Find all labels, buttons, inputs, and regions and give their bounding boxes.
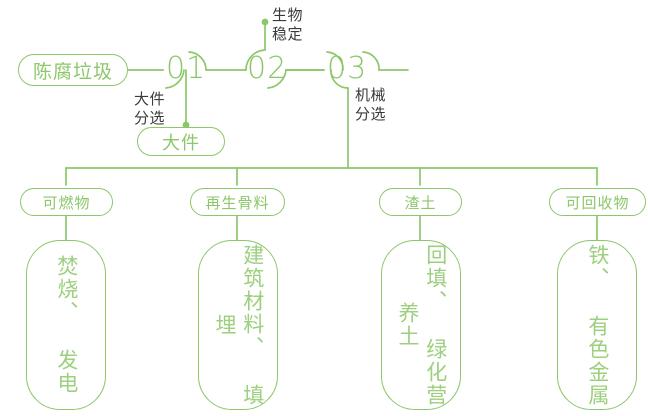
side-output-node[interactable]: 大件: [137, 127, 225, 156]
stage-number-01[interactable]: 01: [166, 54, 206, 84]
annotation-stage-03: 机械 分选: [355, 87, 387, 124]
input-node-label: 陈腐垃圾: [32, 61, 113, 83]
destination-box-1[interactable]: 焚烧、 发电: [26, 240, 106, 410]
destination-label-3: 回填、 绿化营养土: [396, 243, 447, 407]
category-pill-3[interactable]: 渣土: [379, 188, 462, 216]
stage-03-text: 03: [327, 51, 368, 86]
annotation-stage-01: 大件 分选: [134, 91, 166, 128]
annotation-stage-02: 生物 稳定: [272, 7, 304, 44]
arc-03-to-trunk: [330, 69, 349, 89]
stage-number-02[interactable]: 02: [247, 54, 287, 84]
category-pill-1[interactable]: 可燃物: [20, 188, 113, 216]
input-node[interactable]: 陈腐垃圾: [18, 54, 128, 86]
destination-label-4: 铁、 有色金属: [585, 243, 609, 407]
category-pill-2[interactable]: 再生骨料: [190, 188, 285, 216]
branch-dot-bio-stable: [261, 18, 269, 26]
stage-02-text: 02: [247, 51, 288, 86]
arc-01-lower-left: [165, 69, 185, 89]
category-pill-4[interactable]: 可回收物: [549, 188, 646, 216]
destination-label-1: 焚烧、 发电: [54, 255, 78, 395]
destination-box-3[interactable]: 回填、 绿化营养土: [381, 240, 461, 410]
destination-box-4[interactable]: 铁、 有色金属: [557, 240, 637, 410]
link-03-tail: [362, 51, 409, 71]
link-02-to-bio-stable: [245, 21, 266, 71]
destination-label-2: 建筑材料、 填埋: [213, 243, 264, 407]
arc-03-upper-left-real: [326, 51, 344, 71]
side-output-label: 大件: [162, 132, 200, 153]
stage-number-03[interactable]: 03: [327, 54, 367, 84]
category-label-2: 再生骨料: [205, 194, 270, 212]
stage-01-text: 01: [166, 51, 207, 86]
link-01-to-02: [188, 51, 247, 71]
destination-box-2[interactable]: 建筑材料、 填埋: [198, 240, 278, 410]
category-label-3: 渣土: [404, 194, 437, 212]
category-label-4: 可回收物: [565, 194, 630, 212]
category-label-1: 可燃物: [42, 194, 91, 212]
